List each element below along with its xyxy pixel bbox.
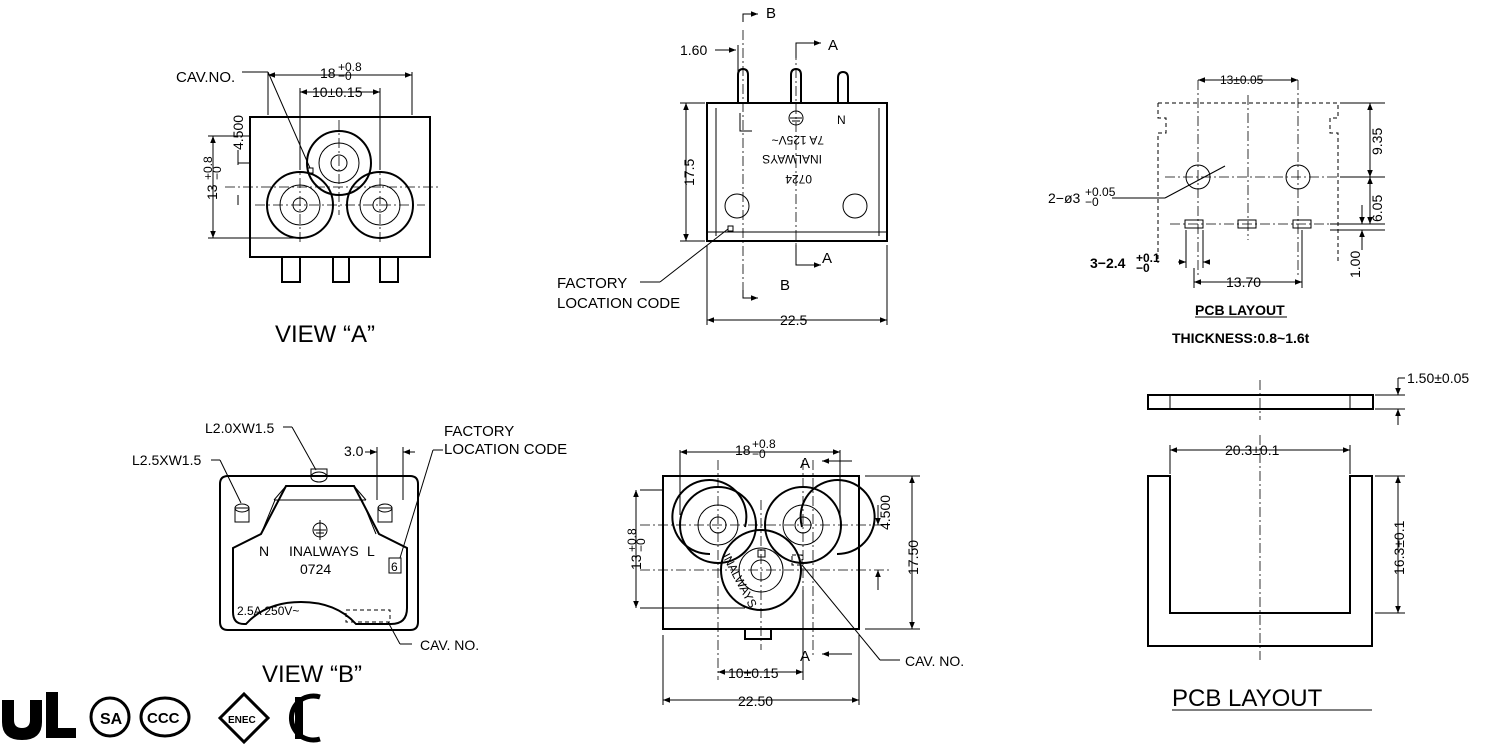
side-width-dim: 22.5 [780, 312, 807, 328]
view-a-width-tol-plus: +0.8 [338, 60, 362, 74]
view-b-title: VIEW “B” [262, 661, 362, 688]
pcb-top-slot-tol-minus: −0 [1136, 261, 1150, 275]
side-section-a-bottom: A [822, 250, 832, 267]
ccc-logo: CCC [139, 696, 191, 738]
side-markings: 0724 INALWAYS 7A 125V~ [762, 133, 824, 186]
pcb-top-hole-dim: 2−ø3 [1048, 190, 1081, 206]
ccc-logo-text: CCC [147, 710, 180, 727]
pcb-top-slot-dim: 3−2.4 [1090, 255, 1126, 271]
side-height-dim: 17.5 [681, 159, 697, 186]
view-a-height-dim: 13 [204, 184, 220, 200]
pcb-top-title: PCB LAYOUT [1195, 302, 1285, 318]
view-a-title: VIEW “A” [275, 321, 375, 348]
view-a-offset-dim: 4.500 [230, 115, 246, 150]
pcb-top-slot-tol-plus: +0.1 [1136, 251, 1160, 265]
view-a-height-tol-plus: +0.8 [201, 156, 215, 180]
front-brand-arc: INALWAYS [719, 551, 759, 610]
pcb-top-dim-9-35: 9.35 [1369, 128, 1385, 155]
view-b-mark-n: N [259, 543, 269, 559]
view-b-factory-label-2: LOCATION CODE [444, 441, 567, 458]
view-b-factory-label-1: FACTORY [444, 423, 514, 440]
front-cav-label: CAV. NO. [905, 653, 964, 669]
pcb-side-thick-dim: 1.50±0.05 [1407, 370, 1469, 386]
side-section-b-bottom: B [780, 277, 790, 294]
pcb-side-height-dim: 16.3±0.1 [1391, 520, 1407, 575]
view-b-cav-label: CAV. NO. [420, 637, 479, 653]
front-pitch-dim: 10±0.15 [728, 665, 779, 681]
pcb-top-thickness: THICKNESS:0.8~1.6t [1172, 330, 1310, 346]
front-view-drawing [633, 449, 920, 705]
pcb-side-width-dim: 20.3±0.1 [1225, 442, 1280, 458]
ul-logo: UL [2, 692, 76, 740]
view-a-pitch-dim: 10±0.15 [312, 84, 363, 100]
side-mark-rating: 7A 125V~ [772, 133, 824, 147]
view-a-height-tol-minus: −0 [210, 166, 224, 180]
side-pin-dim: 1.60 [680, 42, 707, 58]
view-b-mark-box: 6 [391, 560, 398, 574]
side-mark-brand: INALWAYS [762, 152, 822, 166]
front-section-a-bottom: A [800, 648, 810, 665]
kc-logo: KC [288, 693, 321, 743]
pcb-top-hole-tol-plus: +0.05 [1085, 185, 1116, 199]
side-mark-n: N [837, 113, 846, 127]
view-b-mark-rating: 2.5A 250V~ [237, 604, 299, 618]
pcb-top-dim-1-00: 1.00 [1347, 251, 1363, 278]
front-offset-dim: 4.500 [877, 495, 893, 530]
view-b-mark-brand: INALWAYS [289, 543, 359, 559]
view-b-mark-l: L [367, 543, 375, 559]
pcb-side-title: PCB LAYOUT [1172, 685, 1323, 712]
front-height-tol-minus: −0 [634, 538, 648, 552]
front-width-dim: 18 [735, 442, 751, 458]
csa-logo-text: SA [100, 711, 123, 728]
view-b-drawing [211, 426, 443, 645]
view-a-width-tol-minus: −0 [338, 69, 352, 83]
front-height-dim: 13 [628, 554, 644, 570]
side-mark-code: 0724 [785, 172, 812, 186]
view-a-cav-label: CAV.NO. [176, 69, 235, 86]
view-b-l25-label: L2.5XW1.5 [132, 452, 201, 468]
pcb-top-pitch-dim: 13±0.05 [1220, 73, 1264, 87]
side-view-drawing [640, 11, 888, 325]
view-b-dim-3: 3.0 [344, 443, 364, 459]
front-width-tol-minus: −0 [752, 447, 766, 461]
side-factory-label-1: FACTORY [557, 275, 627, 292]
view-a-width-dim: 18 [320, 65, 336, 81]
pcb-top-slot-span: 13.70 [1226, 274, 1261, 290]
enec-logo: ENEC [217, 691, 271, 745]
pcb-top-drawing [1112, 77, 1385, 318]
side-section-b-top: B [766, 5, 776, 22]
pcb-top-hole-tol-minus: −0 [1085, 195, 1099, 209]
front-full-height-dim: 17.50 [905, 540, 921, 575]
enec-logo-text: ENEC [228, 715, 256, 726]
view-a-drawing [208, 71, 440, 283]
side-factory-label-2: LOCATION CODE [557, 295, 680, 312]
front-full-width-dim: 22.50 [738, 693, 773, 709]
view-b-mark-code: 0724 [300, 561, 331, 577]
pcb-side-drawing [1147, 377, 1405, 711]
front-section-a-top: A [800, 455, 810, 472]
view-b-l20-label: L2.0XW1.5 [205, 420, 274, 436]
csa-logo: SA [89, 696, 131, 738]
front-height-tol-plus: +0.8 [625, 528, 639, 552]
front-width-tol-plus: +0.8 [752, 437, 776, 451]
side-section-a-top: A [828, 37, 838, 54]
pcb-top-dim-6-05: 6.05 [1369, 195, 1385, 222]
